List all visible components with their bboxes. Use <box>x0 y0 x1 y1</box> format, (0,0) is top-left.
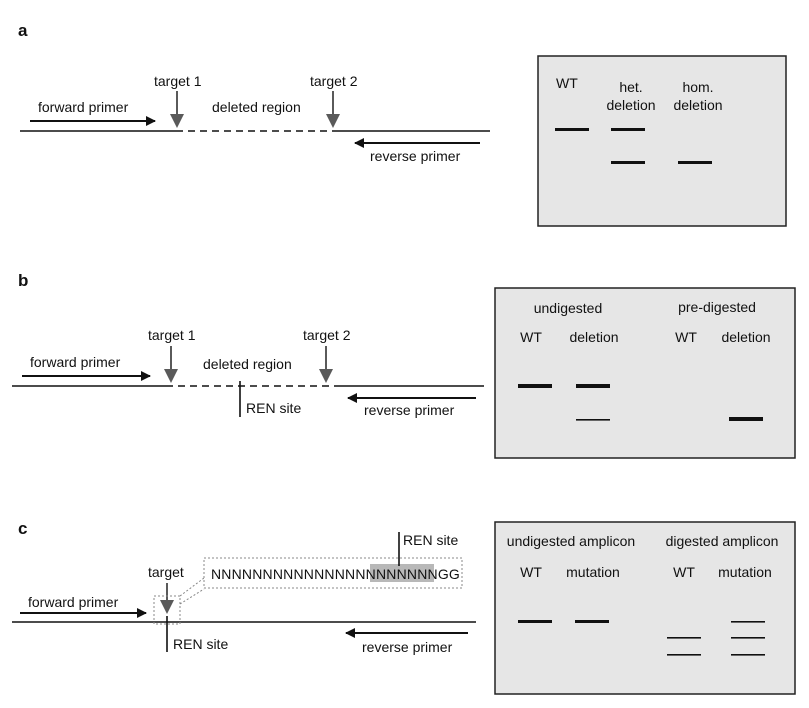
panel-c-ren-site-top-label: REN site <box>403 532 458 548</box>
panel-a-gel-lane2-label-1: het. <box>619 79 642 95</box>
panel-a-gel-lane3-label-2: deletion <box>673 97 722 113</box>
panel-b-gel-lane2-label: deletion <box>569 329 618 345</box>
panel-b-ren-site-label: REN site <box>246 400 301 416</box>
panel-a-reverse-primer-label: reverse primer <box>370 148 461 164</box>
panel-c-band-mutation-digested-1 <box>731 621 765 623</box>
panel-b-target1-label: target 1 <box>148 327 196 343</box>
panel-b-target2-arrowhead <box>319 369 333 383</box>
panel-c-gel-group2-label: digested amplicon <box>666 533 779 549</box>
panel-b-band-deletion-predigested <box>729 417 763 421</box>
panel-c-band-wt-digested-2 <box>667 654 701 656</box>
panel-c-forward-primer-label: forward primer <box>28 594 119 610</box>
panel-a-deleted-region-label: deleted region <box>212 99 301 115</box>
panel-a-target2-arrowhead <box>326 114 340 128</box>
panel-c-band-mutation-undigested <box>575 620 609 623</box>
panel-a-target1-arrowhead <box>170 114 184 128</box>
panel-c-ren-site-bottom-label: REN site <box>173 636 228 652</box>
panel-c-sequence: NNNNNNNNNNNNNNNNNNNNNNGG <box>211 566 460 582</box>
panel-c-gel-lane3-label: WT <box>673 564 695 580</box>
panel-c-gel <box>494 521 796 695</box>
panel-c-band-wt-digested-1 <box>667 637 701 639</box>
panel-a-gel-lane1-label: WT <box>556 75 578 91</box>
panel-b: b forward primer target 1 deleted region… <box>12 271 796 459</box>
panel-a-band-het-lower <box>611 161 645 164</box>
panel-c-target-arrowhead <box>160 600 174 614</box>
panel-c: c forward primer target REN site NNNNNNN… <box>12 519 796 695</box>
panel-c-sequence-highlight: NNNNNN <box>376 566 438 582</box>
panel-c-zoom-connector-top <box>179 577 205 597</box>
panel-a-band-wt <box>555 128 589 131</box>
panel-c-band-mutation-digested-2 <box>731 637 765 639</box>
panel-c-gel-group1-label: undigested amplicon <box>507 533 635 549</box>
panel-c-zoom-box <box>153 595 181 625</box>
panel-b-band-deletion-undigested <box>576 384 610 388</box>
panel-a-gel-lane2-label-2: deletion <box>606 97 655 113</box>
panel-c-gel-lane4-label: mutation <box>718 564 772 580</box>
panel-a: a forward primer target 1 deleted region… <box>18 21 787 227</box>
panel-a-forward-primer-label: forward primer <box>38 99 129 115</box>
panel-a-band-hom <box>678 161 712 164</box>
panel-b-gel-lane1-label: WT <box>520 329 542 345</box>
panel-c-target-label: target <box>148 564 184 580</box>
panel-a-gel <box>537 55 787 227</box>
panel-b-band-deletion-faint <box>576 419 610 421</box>
panel-a-gel-lane3-label-1: hom. <box>682 79 713 95</box>
panel-b-gel-group1-label: undigested <box>534 300 603 316</box>
panel-c-band-wt-undigested <box>518 620 552 623</box>
panel-b-gel <box>494 287 796 459</box>
panel-b-band-wt-undigested <box>518 384 552 388</box>
panel-b-letter: b <box>18 271 28 290</box>
panel-a-letter: a <box>18 21 28 40</box>
panel-c-sequence-suffix: GG <box>438 566 460 582</box>
panel-b-gel-lane4-label: deletion <box>721 329 770 345</box>
panel-c-reverse-primer-label: reverse primer <box>362 639 453 655</box>
panel-c-gel-lane1-label: WT <box>520 564 542 580</box>
panel-b-target1-arrowhead <box>164 369 178 383</box>
panel-b-reverse-primer-label: reverse primer <box>364 402 455 418</box>
panel-c-band-mutation-digested-3 <box>731 654 765 656</box>
panel-a-target1-label: target 1 <box>154 73 202 89</box>
panel-c-letter: c <box>18 519 27 538</box>
panel-c-gel-lane2-label: mutation <box>566 564 620 580</box>
panel-b-forward-primer-label: forward primer <box>30 354 121 370</box>
panel-b-gel-group2-label: pre-digested <box>678 299 756 315</box>
panel-b-gel-lane3-label: WT <box>675 329 697 345</box>
panel-c-sequence-highlight-bg <box>370 564 434 582</box>
panel-a-band-het-upper <box>611 128 645 131</box>
panel-a-target2-label: target 2 <box>310 73 358 89</box>
panel-c-zoom-connector-bottom <box>179 588 205 605</box>
panel-b-target2-label: target 2 <box>303 327 351 343</box>
panel-c-sequence-prefix: NNNNNNNNNNNNNNNN <box>211 566 376 582</box>
panel-b-deleted-region-label: deleted region <box>203 356 292 372</box>
